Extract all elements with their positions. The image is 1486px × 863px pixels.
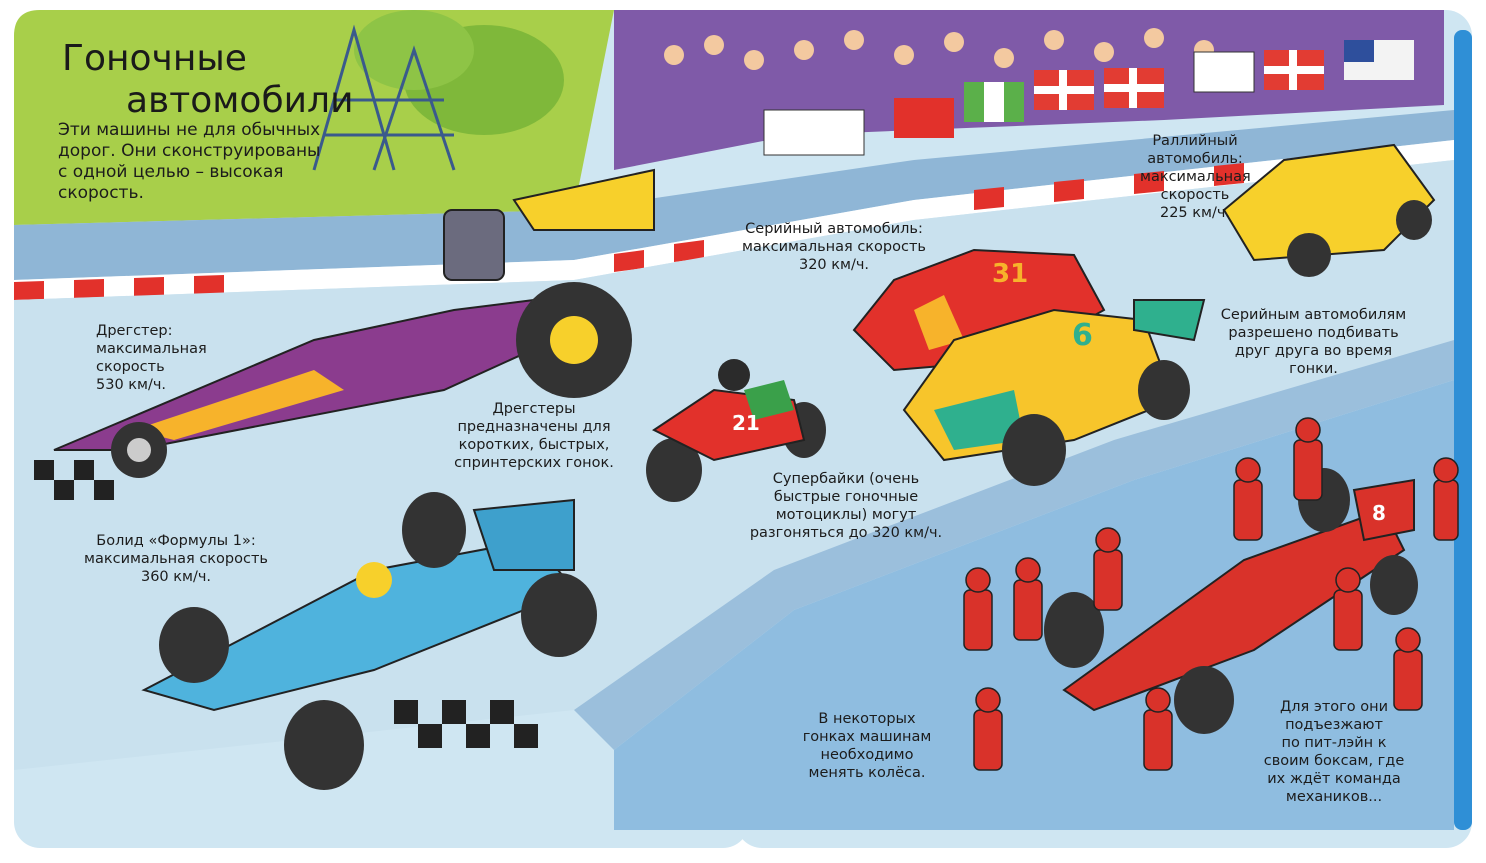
caption-rally-car: Раллийный автомобиль: максимальная скоро… bbox=[1140, 132, 1251, 222]
car-number-stock-red: 31 bbox=[992, 259, 1029, 289]
caption-line: Супербайки (очень bbox=[772, 471, 920, 487]
caption-line: Раллийный bbox=[1152, 133, 1238, 149]
caption-superbikes: Супербайки (очень быстрые гоночные мотоц… bbox=[736, 470, 956, 542]
caption-dragster-purpose: Дрегстеры предназначены для коротких, бы… bbox=[434, 400, 634, 472]
superbike bbox=[646, 359, 826, 502]
caption-line: 530 км/ч. bbox=[96, 377, 167, 393]
caption-formula1: Болид «Формулы 1»: максимальная скорость… bbox=[76, 532, 276, 586]
caption-line: 320 км/ч. bbox=[798, 257, 870, 273]
caption-line: Дрегстер: bbox=[96, 323, 173, 339]
caption-line: максимальная скорость bbox=[742, 239, 926, 255]
car-number-f1-red: 8 bbox=[1372, 501, 1386, 525]
pit-wall bbox=[574, 340, 1454, 750]
caption-line: 360 км/ч. bbox=[140, 569, 212, 585]
caption-line: спринтерских гонок. bbox=[454, 455, 614, 471]
caption-line: по пит-лэйн к bbox=[1281, 735, 1387, 751]
book-spine-shadow bbox=[1454, 30, 1472, 830]
caption-line: максимальная bbox=[96, 341, 207, 357]
caption-line: Болид «Формулы 1»: bbox=[96, 533, 256, 549]
caption-line: максимальная bbox=[1140, 169, 1251, 185]
caption-line: Серийным автомобилям bbox=[1220, 307, 1407, 323]
dragster-car bbox=[53, 168, 655, 478]
crowd bbox=[664, 28, 1214, 70]
caption-line: скорость bbox=[96, 359, 165, 375]
race-illustration bbox=[14, 10, 1472, 848]
caption-line: своим боксам, где bbox=[1263, 753, 1405, 769]
page-title: Гоночные автомобили bbox=[62, 38, 353, 122]
pit-crew bbox=[963, 417, 1459, 771]
caption-line: разгоняться до 320 км/ч. bbox=[749, 525, 943, 541]
top-barrier bbox=[14, 110, 1454, 280]
intro-text: Эти машины не для обычных дорог. Они ско… bbox=[58, 120, 378, 204]
caption-line: необходимо bbox=[820, 747, 914, 763]
rally-car bbox=[1222, 143, 1436, 277]
caption-stock-bump: Серийным автомобилям разрешено подбивать… bbox=[1206, 306, 1421, 378]
caption-wheels: В некоторых гонках машинам необходимо ме… bbox=[802, 710, 932, 782]
caption-line: их ждёт команда bbox=[1267, 771, 1401, 787]
car-number-stock-yellow: 6 bbox=[1072, 318, 1093, 353]
top-kerb bbox=[14, 140, 1454, 300]
caption-line: мотоциклы) могут bbox=[775, 507, 917, 523]
caption-line: подъезжают bbox=[1285, 717, 1383, 733]
intro-line: дорог. Они сконструированы bbox=[58, 141, 321, 161]
checkered-line bbox=[34, 460, 538, 748]
stock-car-yellow bbox=[902, 299, 1206, 486]
formula1-car bbox=[141, 492, 597, 790]
caption-line: Для этого они bbox=[1279, 699, 1389, 715]
caption-line: скорость bbox=[1160, 187, 1230, 203]
caption-dragster: Дрегстер: максимальная скорость 530 км/ч… bbox=[96, 322, 266, 394]
flag-banners bbox=[763, 40, 1414, 156]
title-line-1: Гоночные bbox=[62, 38, 247, 79]
caption-line: гонки. bbox=[1289, 361, 1338, 377]
caption-line: 225 км/ч. bbox=[1159, 205, 1231, 221]
caption-line: максимальная скорость bbox=[84, 551, 268, 567]
caption-line: Дрегстеры bbox=[492, 401, 576, 417]
caption-line: Серийный автомобиль: bbox=[745, 221, 923, 237]
caption-line: быстрые гоночные bbox=[773, 489, 919, 505]
roller-coaster bbox=[312, 24, 456, 171]
book-spread: 31 6 21 8 Гоночные автомобили Эти машины… bbox=[14, 10, 1472, 848]
caption-line: предназначены для bbox=[457, 419, 611, 435]
intro-line: с одной целью – высокая bbox=[58, 162, 284, 182]
caption-line: автомобиль: bbox=[1147, 151, 1243, 167]
caption-line: В некоторых bbox=[818, 711, 916, 727]
title-line-2: автомобили bbox=[126, 80, 354, 121]
caption-line: гонках машинам bbox=[802, 729, 932, 745]
caption-pitlane: Для этого они подъезжают по пит-лэйн к с… bbox=[1254, 698, 1414, 806]
intro-line: скорость. bbox=[58, 183, 144, 203]
caption-line: разрешено подбивать bbox=[1228, 325, 1399, 341]
car-number-bike: 21 bbox=[732, 411, 760, 435]
caption-line: механиков... bbox=[1285, 789, 1383, 805]
caption-line: менять колёса. bbox=[808, 765, 926, 781]
intro-line: Эти машины не для обычных bbox=[58, 120, 321, 140]
kerb-stripes bbox=[14, 163, 1244, 300]
pit-formula1-car bbox=[1044, 468, 1418, 734]
caption-line: друг друга во время bbox=[1234, 343, 1393, 359]
caption-stock-car: Серийный автомобиль: максимальная скорос… bbox=[734, 220, 934, 274]
caption-line: коротких, быстрых, bbox=[458, 437, 610, 453]
